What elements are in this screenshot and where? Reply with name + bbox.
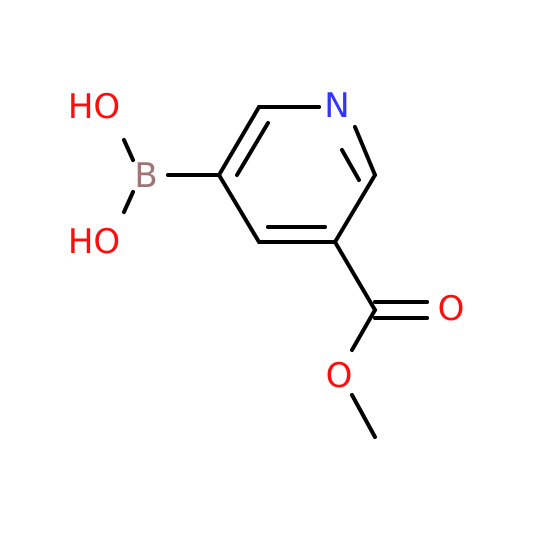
bond-b-o-bottom [122,190,135,214]
bond-carbonyl-o-ester [350,308,377,352]
bond-c6-c5 [333,173,377,244]
atom-ester-oxygen-label: O [326,356,353,396]
atom-nitrogen-label: N [324,86,349,126]
atom-hydroxyl-bottom-label: HO [68,222,120,262]
bond-c5-carbonyl [333,240,377,312]
bond-o-methyl [350,393,377,439]
bond-c3-c2 [217,105,261,177]
bond-c3-c2-inner [235,121,270,177]
bond-n1-c6 [353,125,377,177]
bond-b-o-top [122,138,135,162]
atom-boron-label: B [134,156,157,196]
bond-n1-c6-inner [340,148,361,182]
atom-hydroxyl-top-label: HO [68,87,120,127]
bond-c4-c3 [217,173,261,244]
atom-carbonyl-oxygen-label: O [438,289,465,329]
